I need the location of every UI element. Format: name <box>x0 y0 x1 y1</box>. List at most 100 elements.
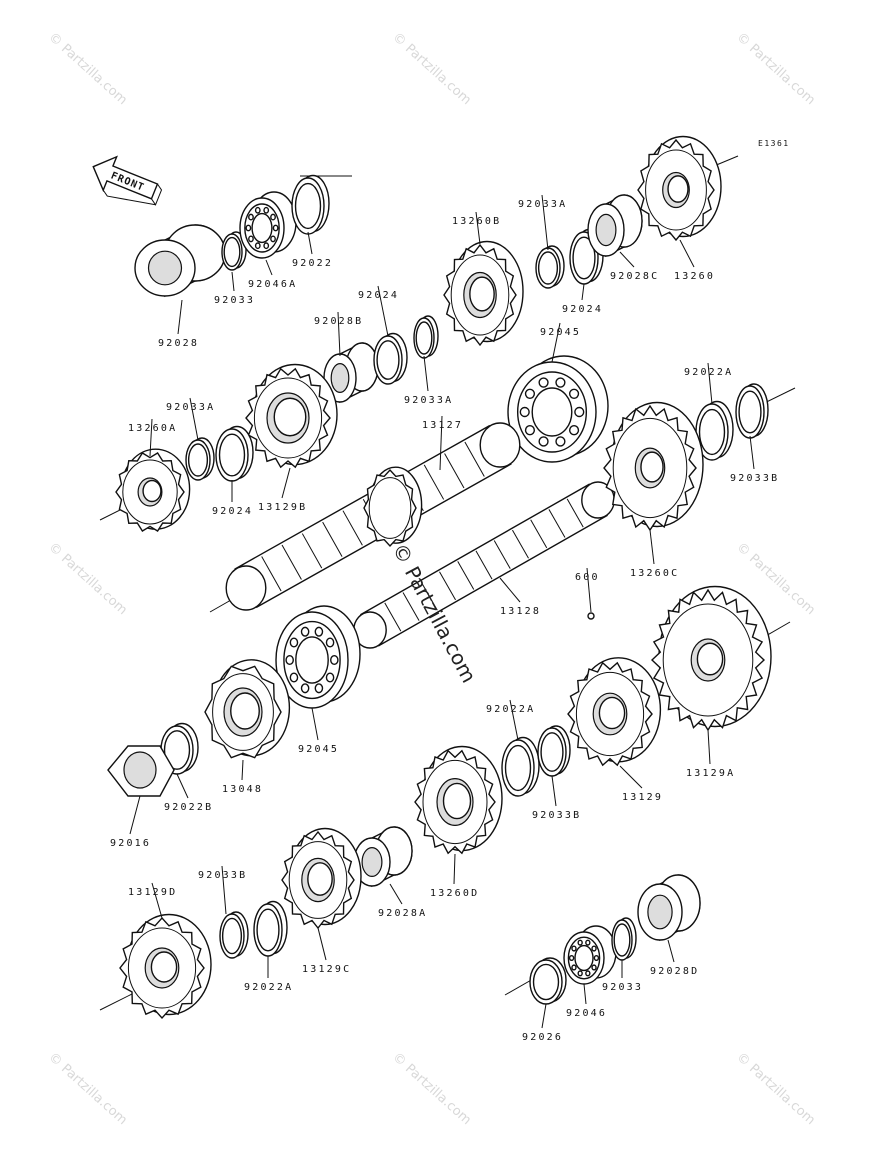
bushing-92028a <box>353 826 413 888</box>
circlip-92033a <box>413 315 439 359</box>
part-label: 92033A <box>404 395 453 406</box>
washer-92026 <box>529 957 567 1005</box>
leader-line <box>586 567 592 613</box>
watermark-text: © Partzilla.com <box>733 30 818 108</box>
part-label: 92024 <box>562 304 603 315</box>
washer-92024 <box>373 332 408 385</box>
leader-line <box>619 251 635 268</box>
washer-92022a-lower <box>501 736 540 797</box>
leader-line <box>337 311 341 357</box>
part-label: 13127 <box>422 420 463 431</box>
leader-line <box>151 882 163 919</box>
parts-layer <box>107 135 772 1020</box>
watermark-text: © Partzilla.com <box>733 1050 818 1128</box>
gear-13260d <box>414 745 503 855</box>
leader-line <box>649 529 655 565</box>
part-label: 92024 <box>212 506 253 517</box>
part-label: 13048 <box>222 784 263 795</box>
needle-bearing-92046a <box>239 191 297 259</box>
part-label: 13128 <box>500 606 541 617</box>
part-label: 92028 <box>158 338 199 349</box>
part-label: 13260A <box>128 423 177 434</box>
leader-line <box>149 418 153 457</box>
circlip-92033b-bottom <box>219 911 249 959</box>
collar-92028d <box>637 874 701 942</box>
nut-92016-bore <box>123 751 157 789</box>
part-label: 92045 <box>298 744 339 755</box>
leader-line <box>281 467 291 499</box>
bearing-92045-lower <box>275 605 361 709</box>
leader-line <box>583 983 587 1005</box>
leader-line <box>129 795 141 835</box>
part-labels: 920289203392046A9202213260B92033A9202492… <box>110 199 779 1043</box>
leader-line <box>541 194 549 251</box>
washer-92024 <box>215 425 254 482</box>
leader-line <box>509 699 519 741</box>
part-label: 92016 <box>110 838 151 849</box>
part-label: 92022 <box>292 258 333 269</box>
leader-line <box>241 759 244 781</box>
leader-line <box>265 259 273 276</box>
part-label: 92033B <box>730 473 779 484</box>
leader-line <box>423 355 429 392</box>
gear-13260 <box>637 135 722 242</box>
washer-92022 <box>291 174 330 235</box>
leader-line <box>307 231 313 255</box>
leader-line <box>177 299 183 335</box>
washer-92022b <box>160 722 199 775</box>
watermark-text: © Partzilla.com <box>389 30 474 108</box>
washer-92022a <box>695 400 734 461</box>
leader-line <box>499 577 521 603</box>
leader-line <box>221 865 227 915</box>
part-label: 600 <box>575 572 600 583</box>
grease-600 <box>587 612 595 620</box>
leader-lines <box>129 194 755 1029</box>
circlip-92033-bottom <box>611 917 637 961</box>
watermark-text: © Partzilla.com <box>45 1050 130 1128</box>
gear-13129d <box>119 913 212 1020</box>
part-label: 92033B <box>532 810 581 821</box>
part-label: 92022A <box>684 367 733 378</box>
shaft-13128 <box>353 481 615 649</box>
leader-line <box>311 707 319 741</box>
leader-line <box>679 239 695 268</box>
collar-92028 <box>134 224 226 298</box>
part-label: 13260C <box>630 568 679 579</box>
watermark-text: © Partzilla.com <box>45 30 130 108</box>
leader-line <box>619 765 643 789</box>
leader-line <box>389 883 403 905</box>
bushing-92028c <box>587 194 643 258</box>
part-label: 92026 <box>522 1032 563 1043</box>
diagram-code: E1361 <box>758 139 790 148</box>
part-label: 92028D <box>650 966 699 977</box>
part-label: 92022A <box>486 704 535 715</box>
gear-13129c <box>281 827 362 930</box>
part-label: 13260 <box>674 271 715 282</box>
needle-bearing-92046 <box>563 925 617 985</box>
part-label: 92046 <box>566 1008 607 1019</box>
leader-line <box>749 435 755 470</box>
part-label: 92033A <box>518 199 567 210</box>
leader-line <box>667 939 675 963</box>
leader-line <box>439 415 443 471</box>
part-label: 92028A <box>378 908 427 919</box>
washer-92022a-bottom <box>253 900 288 957</box>
coupling-13048 <box>204 659 291 759</box>
gear-13260b <box>443 240 524 347</box>
circlip-92033b-lower <box>537 725 571 777</box>
part-label: 92024 <box>358 290 399 301</box>
part-label: 92022A <box>244 982 293 993</box>
gear-13260a <box>115 448 191 532</box>
leader-line <box>475 211 481 245</box>
bushing-92028b <box>323 342 379 404</box>
leader-line <box>176 773 189 799</box>
part-label: 13129A <box>686 768 735 779</box>
watermark-text: © Partzilla.com <box>45 540 130 618</box>
part-label: 13129B <box>258 502 307 513</box>
part-label: 13260D <box>430 888 479 899</box>
watermark-text: © Partzilla.com <box>389 1050 474 1128</box>
part-label: 13260B <box>452 216 501 227</box>
bearing-92045 <box>507 355 609 463</box>
gear-13129 <box>567 657 662 767</box>
